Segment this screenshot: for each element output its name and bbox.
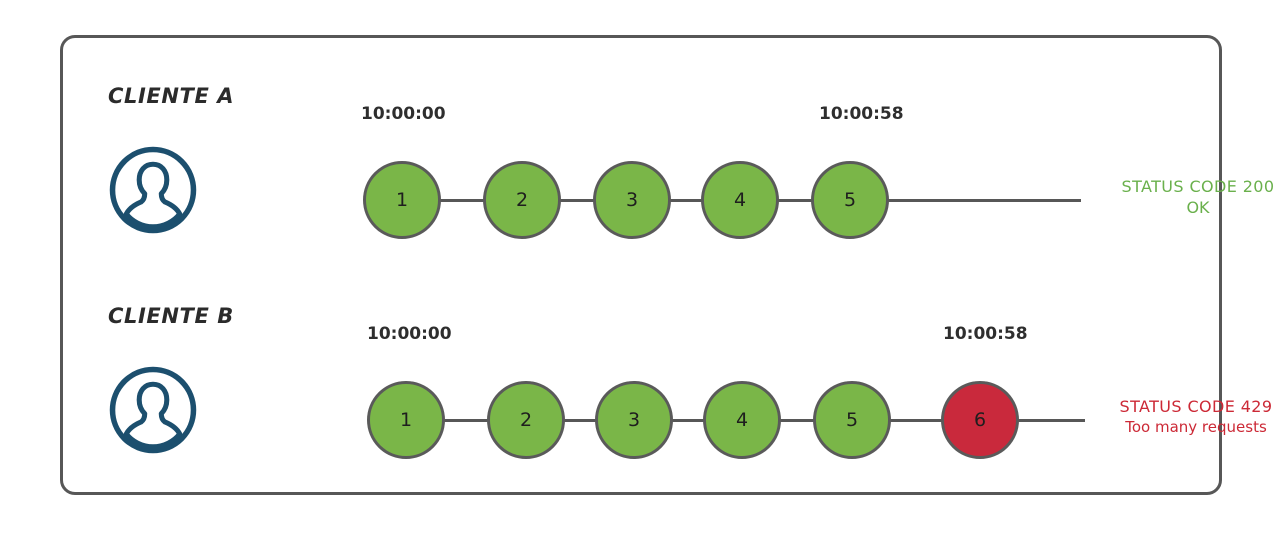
request-node-b-5[interactable]: 5	[813, 381, 891, 459]
request-node-a-5[interactable]: 5	[811, 161, 889, 239]
timestamp-b-end: 10:00:58	[943, 324, 1028, 344]
status-b-text: Too many requests	[1125, 418, 1267, 436]
client-row-a: CLIENTE A 10:00:00 10:00:58 1 2 3 4 5 ST…	[63, 56, 1274, 271]
request-node-b-4[interactable]: 4	[703, 381, 781, 459]
request-node-a-1[interactable]: 1	[363, 161, 441, 239]
request-node-b-6[interactable]: 6	[941, 381, 1019, 459]
status-badge-b: STATUS CODE 429 Too many requests	[1085, 396, 1280, 438]
timestamp-a-end: 10:00:58	[819, 104, 904, 124]
client-row-b: CLIENTE B 10:00:00 10:00:58 1 2 3 4 5 6 …	[63, 276, 1272, 491]
timeline-b: 10:00:00 10:00:58 1 2 3 4 5 6 STATUS COD…	[303, 276, 1272, 491]
status-badge-a: STATUS CODE 200 OK	[1089, 176, 1280, 218]
request-node-b-1[interactable]: 1	[367, 381, 445, 459]
client-b-label: CLIENTE B	[108, 304, 234, 328]
request-node-a-2[interactable]: 2	[483, 161, 561, 239]
timeline-a: 10:00:00 10:00:58 1 2 3 4 5 STATUS CODE …	[303, 56, 1274, 271]
user-avatar-icon	[107, 364, 199, 456]
timestamp-b-start: 10:00:00	[367, 324, 452, 344]
status-b-code: STATUS CODE 429	[1119, 397, 1273, 416]
status-a-code: STATUS CODE 200	[1121, 177, 1275, 196]
client-a-label: CLIENTE A	[108, 84, 235, 108]
status-a-text: OK	[1186, 198, 1210, 217]
request-node-b-2[interactable]: 2	[487, 381, 565, 459]
user-avatar-icon	[107, 144, 199, 236]
request-node-b-3[interactable]: 3	[595, 381, 673, 459]
timestamp-a-start: 10:00:00	[361, 104, 446, 124]
request-node-a-4[interactable]: 4	[701, 161, 779, 239]
diagram-card: CLIENTE A 10:00:00 10:00:58 1 2 3 4 5 ST…	[60, 35, 1274, 495]
request-node-a-3[interactable]: 3	[593, 161, 671, 239]
